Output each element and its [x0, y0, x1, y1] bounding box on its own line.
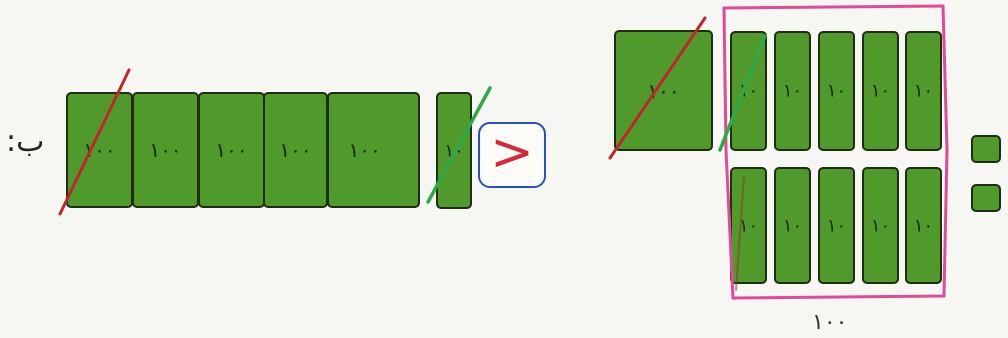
hundred-block: ١٠٠ [198, 92, 265, 208]
ten-block: ١٠ [436, 92, 472, 209]
hundred-label: ١٠٠ [348, 138, 380, 162]
ten-block: ١٠ [905, 31, 942, 151]
ten-label: ١٠ [783, 81, 802, 102]
hundred-block: ١٠٠ [66, 92, 133, 208]
group-total-label: ١٠٠ [812, 310, 847, 335]
ten-label: ١٠ [739, 215, 758, 236]
ten-block: ١٠ [905, 167, 942, 284]
ten-block: ١٠ [862, 31, 899, 151]
hundred-block: ١٠٠ [614, 30, 713, 151]
ten-label: ١٠ [871, 215, 890, 236]
ten-label: ١٠ [444, 140, 463, 161]
ten-block: ١٠ [730, 31, 767, 151]
ten-block: ١٠ [774, 167, 811, 284]
comparison-box: > [478, 122, 546, 188]
hundred-block: ١٠٠ [327, 92, 420, 208]
ten-block: ١٠ [774, 31, 811, 151]
ten-label: ١٠ [914, 215, 933, 236]
unit-cube [971, 135, 1001, 163]
group-label: :ب [6, 124, 44, 159]
ten-block: ١٠ [818, 167, 855, 284]
hundred-label: ١٠٠ [149, 138, 181, 162]
hundred-block: ١٠٠ [132, 92, 199, 208]
ten-label: ١٠ [827, 81, 846, 102]
ten-label: ١٠ [739, 81, 758, 102]
ten-label: ١٠ [783, 215, 802, 236]
comparison-symbol: > [490, 123, 534, 183]
ten-label: ١٠ [827, 215, 846, 236]
ten-label: ١٠ [871, 81, 890, 102]
hundred-label: ١٠٠ [279, 138, 311, 162]
ten-block: ١٠ [818, 31, 855, 151]
hundred-label: ١٠٠ [215, 138, 247, 162]
hundred-block: ١٠٠ [263, 92, 328, 208]
unit-cube [971, 184, 1001, 212]
ten-block: ١٠ [862, 167, 899, 284]
hundred-label: ١٠٠ [83, 138, 115, 162]
ten-block: ١٠ [730, 167, 767, 284]
ten-label: ١٠ [914, 81, 933, 102]
hundred-label: ١٠٠ [647, 79, 679, 103]
